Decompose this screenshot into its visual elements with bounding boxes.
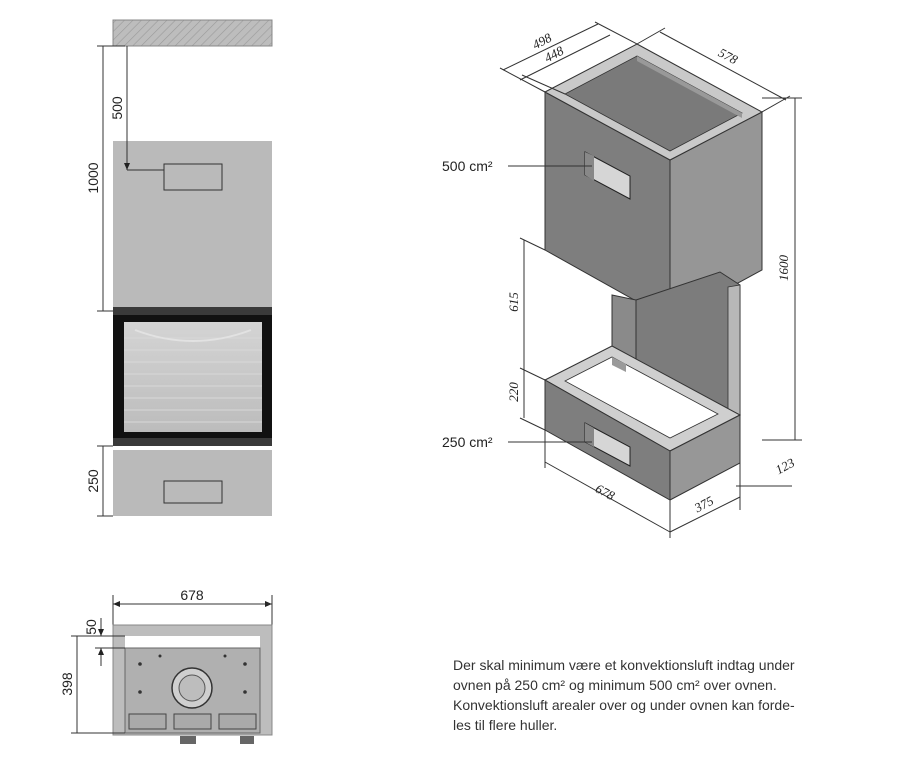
lower-cladding-panel <box>113 450 272 516</box>
plan-foot-right <box>240 736 254 744</box>
stove-top-strip <box>113 307 272 315</box>
dim-plan-depth: 398 <box>59 672 75 696</box>
callout-upper-vent-area: 500 cm² <box>442 158 493 174</box>
iso-view: 498 448 578 1600 615 220 678 375 123 500… <box>442 21 802 538</box>
front-view: 500 1000 250 <box>85 19 273 517</box>
plan-back-wall-cavity <box>125 636 260 648</box>
dim-iso-offset: 123 <box>773 455 798 478</box>
stove-baffle <box>134 329 252 342</box>
note-line-3: Konvektionsluft arealer over og under ov… <box>453 697 795 713</box>
stove-bottom-strip <box>113 438 272 446</box>
installation-note: Der skal minimum være et konvektionsluft… <box>453 655 863 735</box>
dim-iso-right: 375 <box>691 493 717 516</box>
callout-lower-vent-area: 250 cm² <box>442 434 493 450</box>
iso-side-post <box>727 284 741 427</box>
plan-vent-right <box>218 713 257 730</box>
iso-base-cavity <box>564 356 719 439</box>
upper-vent-opening <box>163 163 223 191</box>
dim-iso-base: 220 <box>506 382 521 402</box>
lower-vent-opening <box>163 480 223 504</box>
plan-view: 678 50 398 <box>59 587 273 744</box>
dim-iso-opening: 615 <box>506 292 521 312</box>
plan-foot-left <box>180 736 196 744</box>
plan-vent-middle <box>173 713 212 730</box>
dim-upper-height: 1000 <box>85 162 101 193</box>
stove-glass-lines <box>124 337 262 423</box>
note-line-2: ovnen på 250 cm² og minimum 500 cm² over… <box>453 677 777 693</box>
dim-iso-height: 1600 <box>776 255 791 282</box>
dim-lower-height: 250 <box>85 469 101 493</box>
dim-plan-wall: 50 <box>83 619 99 635</box>
note-line-4: les til flere huller. <box>453 717 558 733</box>
note-line-1: Der skal minimum være et konvektionsluft… <box>453 657 795 673</box>
ceiling-block <box>112 19 273 47</box>
plan-vent-left <box>128 713 167 730</box>
upper-cladding-panel <box>113 141 272 307</box>
dim-plan-width: 678 <box>180 587 204 603</box>
dim-vent-gap: 500 <box>109 96 125 120</box>
